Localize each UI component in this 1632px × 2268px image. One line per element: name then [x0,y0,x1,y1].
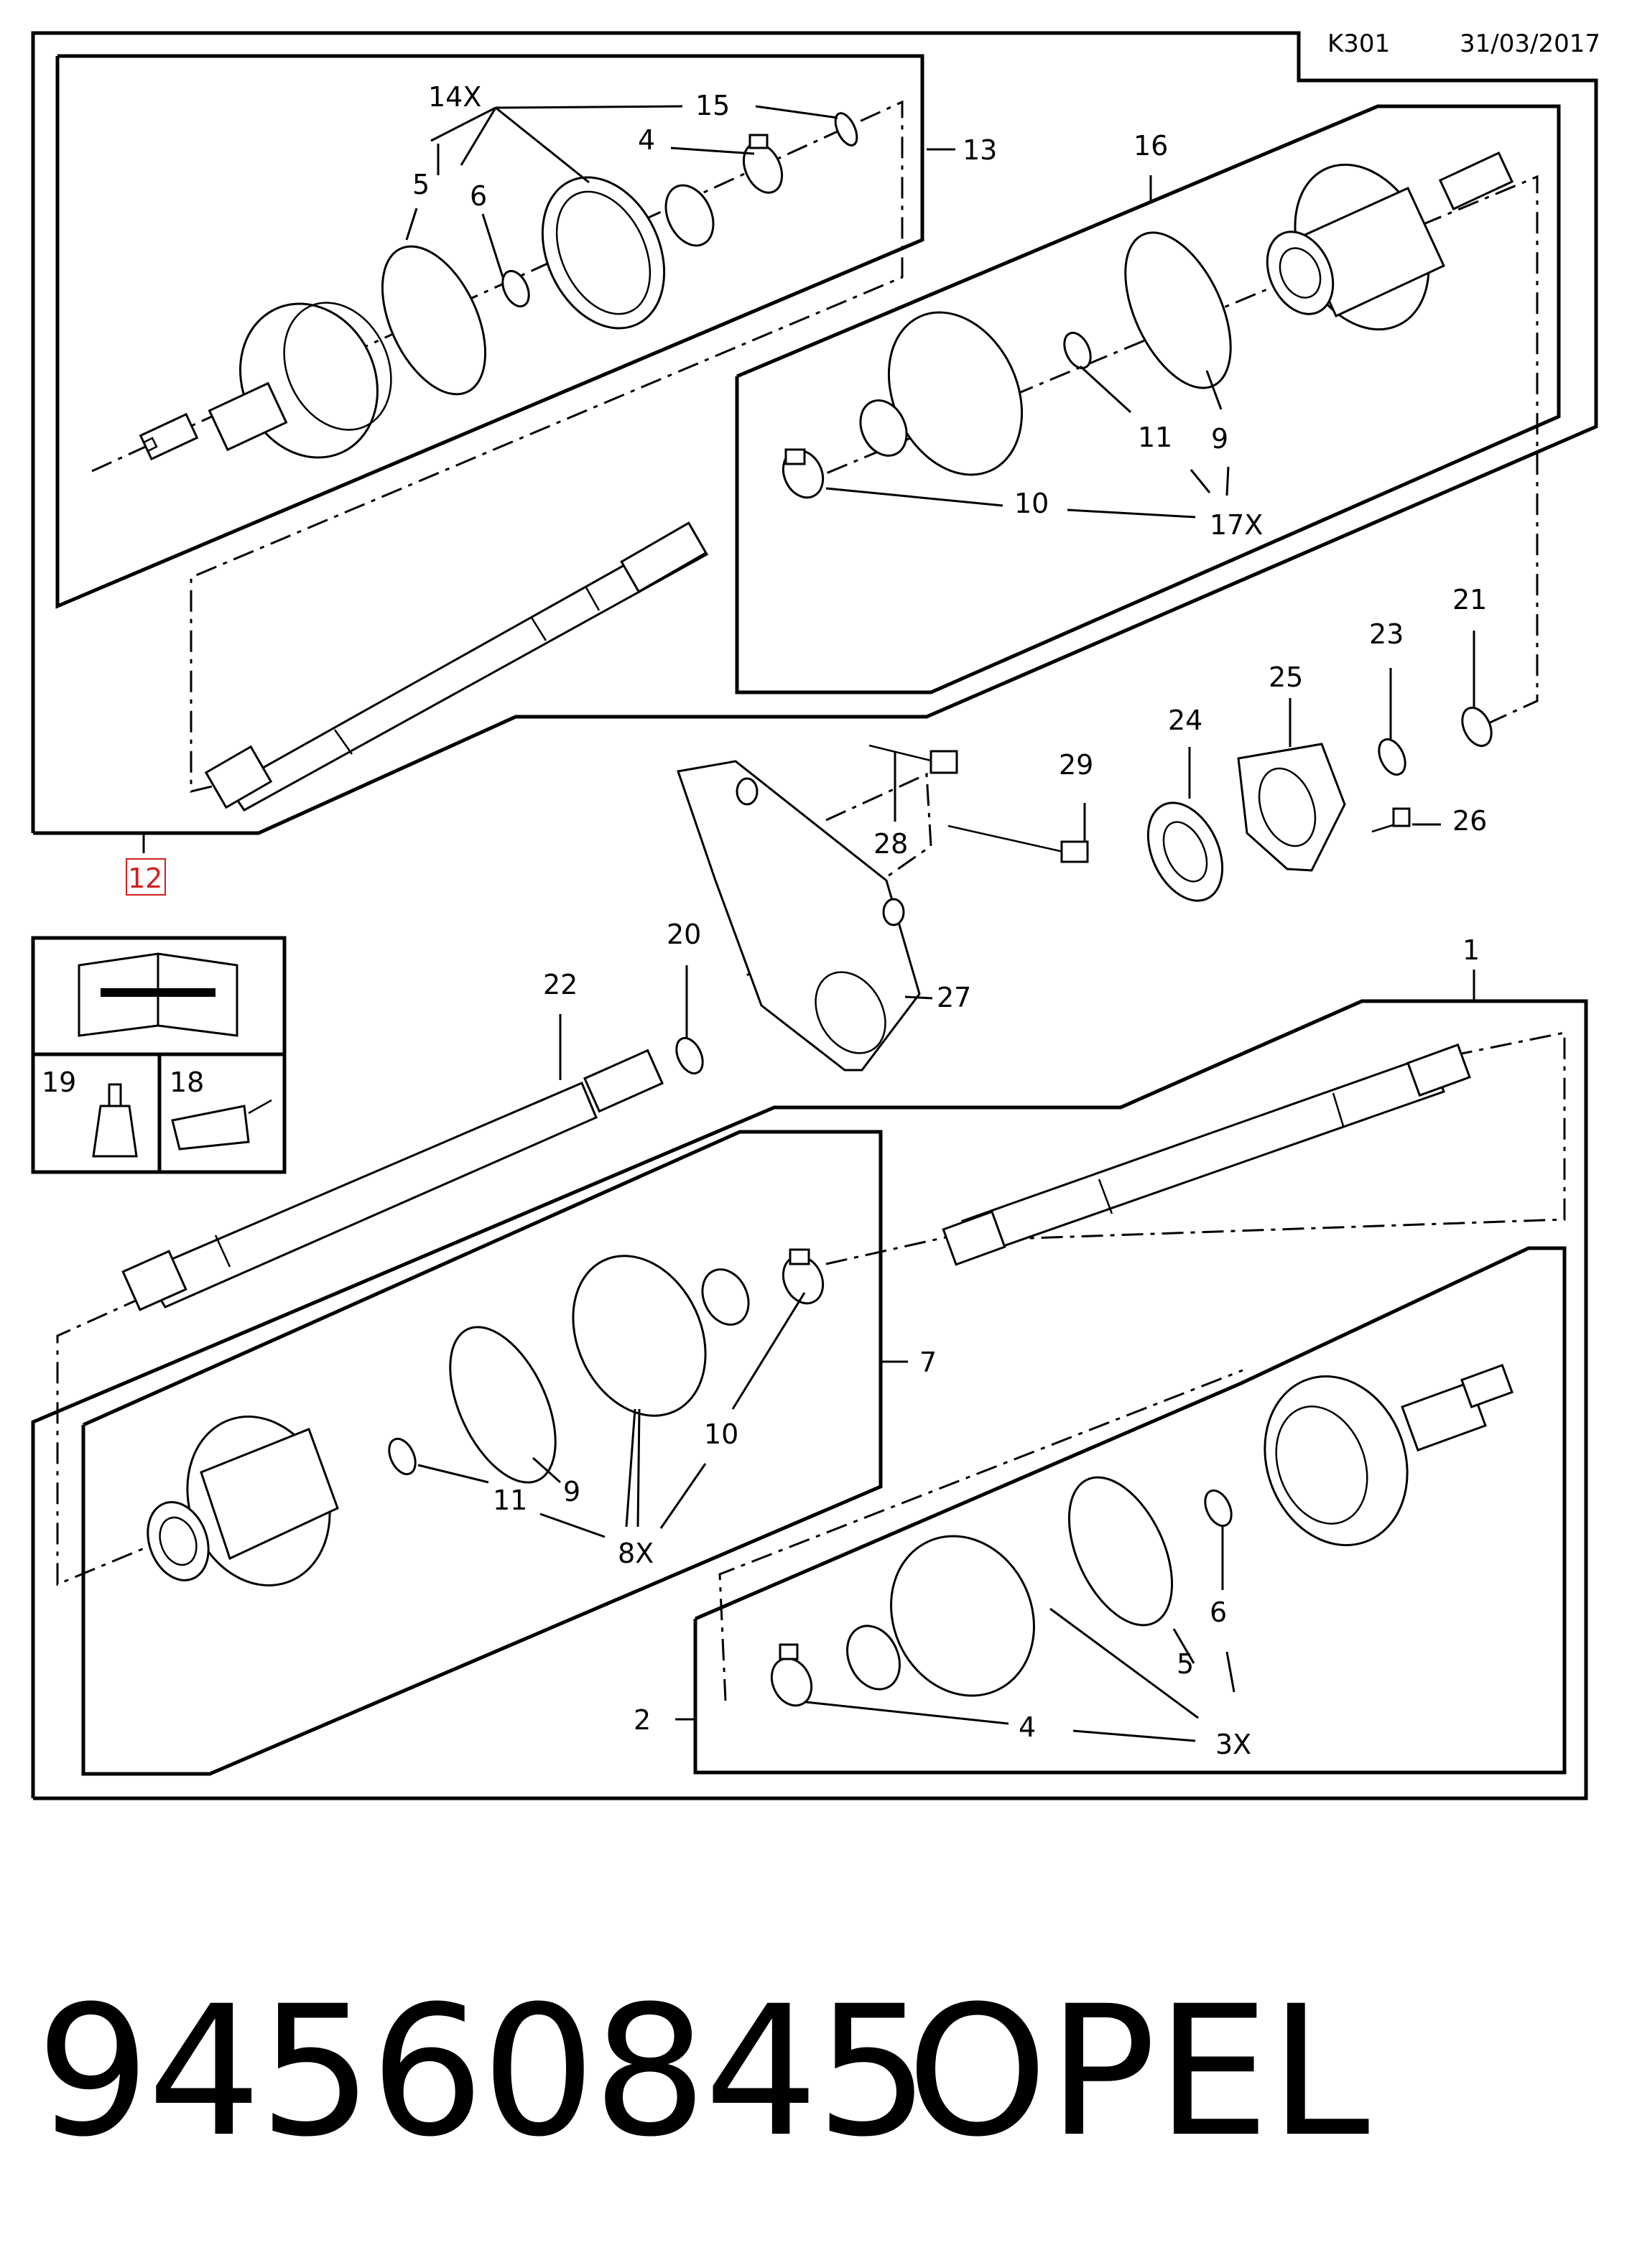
half-shaft-upper [204,521,709,812]
axis-lower-outer2 [718,1369,1243,1701]
axis-lower-outer [947,1031,1566,1242]
callout-14x: 14X [428,81,481,113]
callout-24: 24 [1168,705,1202,736]
callout-4-lower: 4 [1019,1711,1036,1743]
assembly-7-frame [81,1130,883,1776]
clamp-inner-lower [782,1248,825,1305]
callout-17x: 17X [1210,509,1263,541]
callout-23: 23 [1369,618,1404,650]
callout-2: 2 [634,1704,651,1736]
axis-lower-inner2 [825,1235,949,1265]
callout-12-highlight-box [126,858,166,896]
callout-9-lower: 9 [563,1476,580,1507]
callout-13: 13 [963,134,997,166]
half-shaft-22 [121,1049,664,1311]
outer-cv-joint-lower [1264,1364,1513,1546]
service-manual-wrench-icon [78,952,238,1037]
callout-15: 15 [695,90,730,121]
make-name: OPEL [907,1967,1370,2176]
exploded-diagram: K301 31/03/2017 [31,29,1600,1800]
callout-19: 19 [42,1066,76,1098]
boot-band-large-inner-upper [1124,231,1232,389]
callout-12: 12 [128,863,162,894]
assembly-16-frame [735,104,1561,694]
boot-inner-lower [572,1255,750,1417]
callout-26: 26 [1452,805,1487,837]
oil-can-icon [171,1099,272,1151]
assembly-1-frame [31,999,1588,1800]
boot-band-large-lower [1067,1476,1174,1627]
axis-lower-inner [56,1296,152,1586]
callout-11-upper: 11 [1138,422,1172,453]
callout-18: 18 [170,1066,204,1098]
callout-1: 1 [1462,934,1480,966]
page-code: K301 [1327,29,1390,58]
callout-29: 29 [1059,749,1093,781]
inner-tripod-joint-upper [1266,152,1514,331]
snap-ring-lower [1204,1489,1233,1528]
snap-ring-21 [1461,707,1493,747]
callout-7: 7 [919,1347,937,1378]
assembly-12-frame [31,31,1598,835]
bolt-26 [1371,807,1411,833]
drawing-date: 31/03/2017 [1460,29,1600,58]
assembly-13-frame [55,54,924,609]
snap-ring-inner-upper [1063,331,1092,370]
bearing-24 [1146,801,1224,902]
callout-25: 25 [1269,661,1303,693]
bracket-27 [677,760,921,1072]
callout-10-lower: 10 [704,1418,738,1450]
oil-box [157,1052,287,1174]
assembly-2-frame [693,1246,1567,1775]
boot-band-large-upper [381,245,487,396]
snap-ring-inner-lower [388,1437,417,1476]
flange-25 [1237,743,1346,872]
boot-band-large-inner-lower [449,1326,557,1484]
axis-upper-outer [91,100,904,793]
leader-lines [142,105,1475,1742]
callout-20: 20 [667,919,701,950]
circlip-15 [834,112,858,147]
snap-ring-upper [501,269,530,308]
snap-ring-20 [675,1036,704,1075]
outer-cv-joint-upper [139,302,392,461]
callout-10-upper: 10 [1014,488,1049,519]
boot-outer-lower [846,1535,1035,1697]
callout-6-lower: 6 [1210,1597,1227,1628]
adhesive-tube-icon [92,1083,138,1158]
callout-6-upper: 6 [470,180,487,212]
clamp-inner-upper [782,448,825,499]
callout-11-lower: 11 [493,1484,527,1516]
inner-tripod-joint-lower [147,1416,339,1586]
callout-21: 21 [1452,584,1487,615]
boot-upper-outer [541,176,715,330]
clamp-outer-lower [770,1643,813,1707]
boot-inner-upper [859,311,1024,476]
half-shaft-lower [942,1043,1471,1266]
bolt-29 [947,824,1089,863]
callout-16: 16 [1133,130,1168,162]
callout-4-upper: 4 [638,124,655,156]
callout-28: 28 [873,828,908,860]
part-number: 94560845 [36,1967,929,2176]
callout-5-lower: 5 [1177,1648,1194,1680]
callout-3x: 3X [1215,1729,1251,1760]
snap-ring-23 [1378,738,1406,776]
callout-8x: 8X [618,1538,654,1569]
clamp-small-upper [742,134,784,194]
callout-5-upper: 5 [412,169,430,200]
callout-27: 27 [937,982,971,1013]
callout-22: 22 [543,969,578,1000]
bolt-28 [868,744,958,774]
callout-9-upper: 9 [1211,423,1228,455]
